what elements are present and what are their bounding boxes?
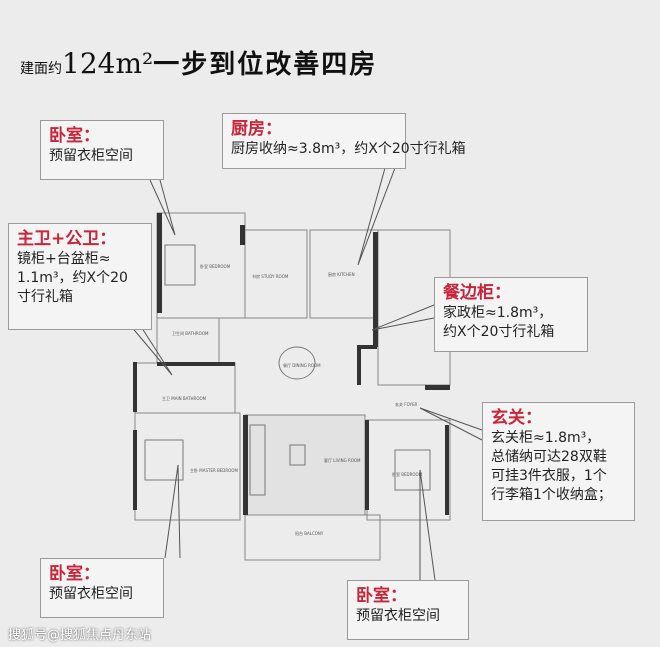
room-master-bedroom: [134, 412, 241, 521]
callout-heading: 卧室：: [356, 586, 407, 606]
room-label: 主卧 MASTER BEDROOM: [190, 467, 238, 473]
callout-text: 预留衣柜空间: [356, 608, 440, 624]
bed-top: [164, 244, 196, 286]
room-label: 厨房 KITCHEN: [328, 271, 355, 277]
dining-table: [278, 346, 316, 380]
callout-heading: 主卫+公卫：: [17, 229, 117, 249]
title-main: 一步到位改善四房: [153, 50, 378, 80]
room-label: 客厅 LIVING ROOM: [324, 457, 361, 463]
callout-text: 寸行礼箱: [17, 289, 73, 305]
callout-heading: 玄关：: [491, 408, 542, 428]
page-title: 建面约124m²一步到位改善四房: [20, 44, 377, 81]
callout-heading: 厨房：: [231, 119, 282, 139]
room-study: [244, 229, 308, 319]
callout-text: 1.1m³，约X个20: [17, 270, 128, 286]
callout-sideboard: 餐边柜： 家政柜≈1.8m³， 约X个20寸行礼箱: [434, 277, 588, 352]
callout-text: 约X个20寸行礼箱: [443, 324, 555, 340]
room-label: 书房 STUDY ROOM: [252, 273, 289, 279]
bed-master: [144, 439, 184, 481]
callout-text: 预留衣柜空间: [49, 586, 133, 602]
callout-text: 总储纳可达28双鞋: [491, 449, 607, 465]
room-label: 卧室 BEDROOM: [392, 471, 423, 477]
callout-bedroom-bottom-left: 卧室： 预留衣柜空间: [40, 558, 164, 618]
callout-text: 家政柜≈1.8m³，: [443, 305, 553, 321]
callout-bathrooms: 主卫+公卫： 镜柜+台盆柜≈ 1.1m³，约X个20 寸行礼箱: [8, 223, 152, 330]
watermark: 搜狐号@搜狐焦点丹东站: [8, 628, 152, 643]
callout-heading: 餐边柜：: [443, 283, 511, 303]
coffee-table: [289, 444, 306, 466]
callout-heading: 卧室：: [49, 564, 100, 584]
callout-bedroom-bottom-right: 卧室： 预留衣柜空间: [347, 580, 469, 640]
title-prefix: 建面约: [20, 61, 62, 77]
leader-lines: [129, 167, 483, 581]
sofa: [249, 424, 266, 496]
room-balcony: [244, 514, 381, 561]
room-label: 阳台 BALCONY: [295, 530, 324, 536]
room-label: 玄关 FOYER: [395, 401, 417, 407]
callout-bedroom-top-left: 卧室： 预留衣柜空间: [40, 120, 164, 180]
callout-text: 镜柜+台盆柜≈: [17, 251, 111, 267]
callout-text: 玄关柜≈1.8m³，: [491, 430, 601, 446]
room-label: 卫生间 BATHROOM: [172, 330, 209, 336]
callout-text: 厨房收纳≈3.8m³，约X个20寸行礼箱: [231, 141, 466, 157]
callout-kitchen: 厨房： 厨房收纳≈3.8m³，约X个20寸行礼箱: [222, 113, 466, 169]
room-label: 卧室 BEDROOM: [200, 263, 231, 269]
room-main-bathroom: [134, 362, 236, 414]
room-bathroom: [156, 317, 220, 364]
room-label: 餐厅 DINING ROOM: [283, 362, 321, 368]
room-label: 主卫 MAIN BATHROOM: [162, 395, 207, 401]
callout-text: 可挂3件衣服，1个: [491, 468, 607, 484]
callout-foyer: 玄关： 玄关柜≈1.8m³， 总储纳可达28双鞋 可挂3件衣服，1个 行李箱1个…: [482, 402, 635, 521]
callout-text: 预留衣柜空间: [49, 148, 133, 164]
walls: [133, 213, 450, 515]
callout-text: 行李箱1个收纳盒；: [491, 487, 612, 503]
room-bedroom-right: [366, 419, 451, 521]
bed-right: [394, 449, 431, 491]
callout-heading: 卧室：: [49, 126, 100, 146]
title-area: 124m²: [62, 47, 154, 80]
